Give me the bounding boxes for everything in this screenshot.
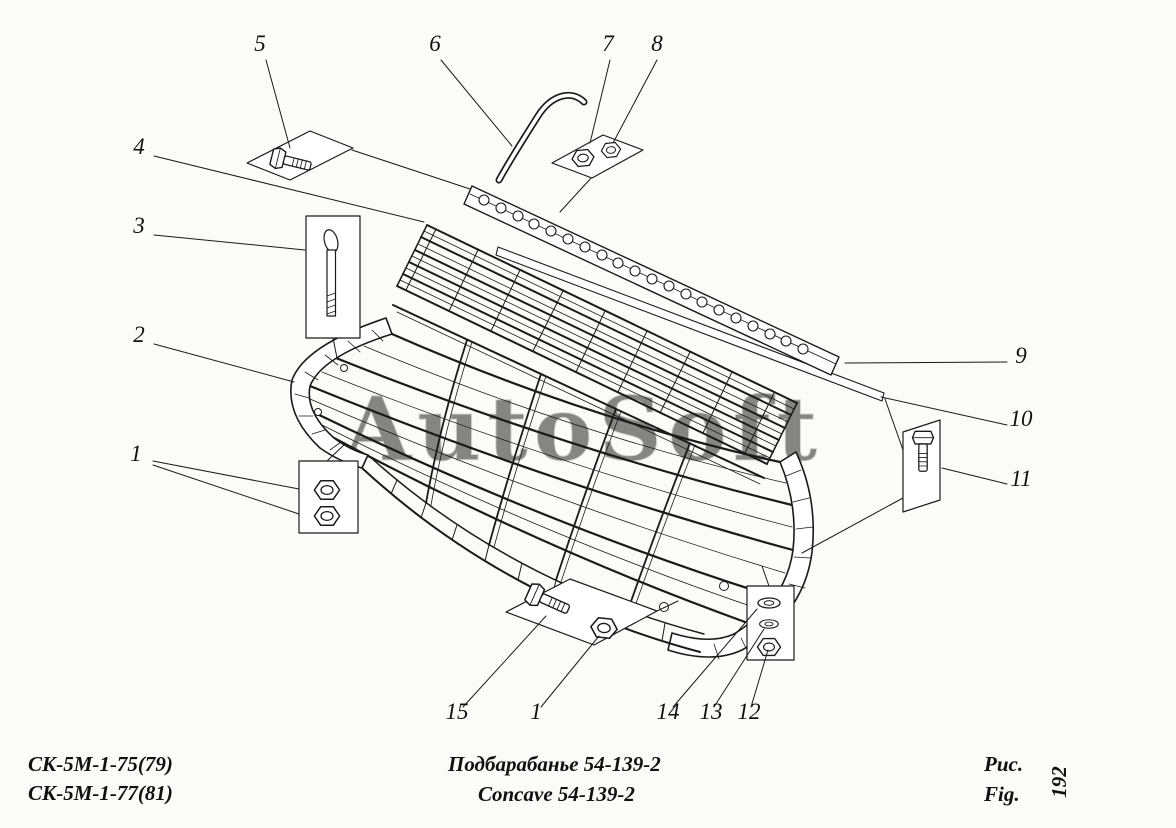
cheek-bolt-hole [314, 408, 322, 416]
washer-icon-item14 [757, 597, 781, 609]
figure-title-ru: Подбарабанье 54-139-2 [447, 752, 661, 776]
callout-1-left: 1 [130, 441, 142, 466]
callout-8: 8 [651, 31, 663, 56]
rail-holes [478, 194, 809, 355]
figure-number: 192 [1047, 766, 1071, 798]
cheek-bolt-hole [340, 364, 348, 372]
upper-grate-slats [396, 224, 798, 465]
figure-label-en: Fig. [983, 782, 1020, 806]
detail-box-5 [246, 130, 354, 181]
detail-box-14-13-12 [746, 585, 795, 661]
figure-label-ru: Рис. [983, 752, 1023, 776]
callout-11: 11 [1010, 466, 1031, 491]
callout-3: 3 [132, 213, 145, 238]
lock-washer-icon-item13 [759, 619, 779, 629]
left-cheek-hatching [294, 329, 384, 451]
rail-with-holes [463, 185, 840, 376]
model-code-line2: СК-5М-1-77(81) [28, 781, 173, 805]
detail-box-11 [902, 419, 941, 513]
callout-12: 12 [738, 699, 761, 724]
placement-lines [326, 149, 904, 612]
callout-1-bottom: 1 [530, 699, 542, 724]
left-cheek [290, 317, 393, 469]
nut-icon-item12 [756, 637, 782, 657]
figure-footer: СК-5М-1-75(79) СК-5М-1-77(81) Подбарабан… [28, 752, 1071, 806]
detail-box-3 [305, 215, 361, 339]
grate-crossticks [405, 228, 775, 454]
nut-icon-item1-upper [313, 480, 341, 500]
detail-box-15-1 [505, 578, 658, 646]
longitudinal-bars [308, 332, 795, 624]
cheek-bolt-head [659, 602, 669, 612]
callout-4: 4 [133, 134, 145, 159]
back-rim [392, 304, 765, 485]
callout-5: 5 [254, 31, 266, 56]
transverse-crossbars [425, 339, 696, 613]
callout-6: 6 [429, 31, 441, 56]
callout-13: 13 [700, 699, 723, 724]
leader-lines [152, 59, 1008, 708]
detail-box-7-8 [551, 134, 644, 179]
detail-boxes [246, 130, 941, 661]
callout-7: 7 [602, 31, 615, 56]
watermark-text: AutoSoft [342, 377, 823, 481]
callout-2: 2 [133, 322, 145, 347]
callout-14: 14 [657, 699, 680, 724]
nut-icon-item1-lower [313, 506, 341, 526]
callout-9: 9 [1015, 343, 1027, 368]
detail-box-1-left [298, 460, 359, 534]
model-code-line1: СК-5М-1-75(79) [28, 752, 173, 776]
figure-title-en: Concave 54-139-2 [478, 782, 635, 806]
rod-item-6 [495, 91, 588, 184]
pin-icon-item3 [323, 229, 339, 317]
cheek-bolt-head [719, 581, 729, 591]
mounting-strip [495, 246, 885, 402]
callout-numbers: 5 6 7 8 4 3 2 1 9 10 11 15 1 14 13 12 [130, 31, 1033, 724]
callout-10: 10 [1010, 406, 1034, 431]
callout-15: 15 [446, 699, 469, 724]
